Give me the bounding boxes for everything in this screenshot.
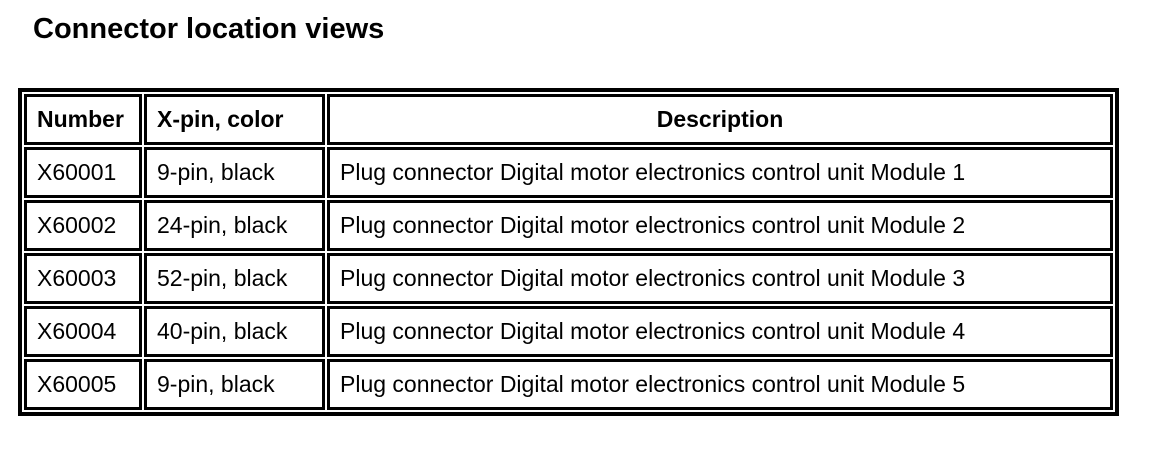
column-header-number: Number	[24, 94, 142, 145]
table-row: X60005 9-pin, black Plug connector Digit…	[24, 359, 1113, 410]
table-row: X60001 9-pin, black Plug connector Digit…	[24, 147, 1113, 198]
cell-description: Plug connector Digital motor electronics…	[327, 306, 1113, 357]
cell-pin-color: 9-pin, black	[144, 359, 325, 410]
table-row: X60003 52-pin, black Plug connector Digi…	[24, 253, 1113, 304]
cell-connector-number: X60005	[24, 359, 142, 410]
table-row: X60002 24-pin, black Plug connector Digi…	[24, 200, 1113, 251]
cell-connector-number: X60002	[24, 200, 142, 251]
cell-description: Plug connector Digital motor electronics…	[327, 359, 1113, 410]
cell-pin-color: 24-pin, black	[144, 200, 325, 251]
column-header-description: Description	[327, 94, 1113, 145]
cell-pin-color: 52-pin, black	[144, 253, 325, 304]
connector-location-table: Number X-pin, color Description X60001 9…	[18, 88, 1119, 416]
cell-description: Plug connector Digital motor electronics…	[327, 200, 1113, 251]
cell-pin-color: 9-pin, black	[144, 147, 325, 198]
cell-connector-number: X60001	[24, 147, 142, 198]
column-header-xpin-color: X-pin, color	[144, 94, 325, 145]
cell-description: Plug connector Digital motor electronics…	[327, 253, 1113, 304]
table-header-row: Number X-pin, color Description	[24, 94, 1113, 145]
cell-connector-number: X60003	[24, 253, 142, 304]
table-row: X60004 40-pin, black Plug connector Digi…	[24, 306, 1113, 357]
cell-connector-number: X60004	[24, 306, 142, 357]
page-title: Connector location views	[33, 13, 385, 45]
cell-description: Plug connector Digital motor electronics…	[327, 147, 1113, 198]
cell-pin-color: 40-pin, black	[144, 306, 325, 357]
